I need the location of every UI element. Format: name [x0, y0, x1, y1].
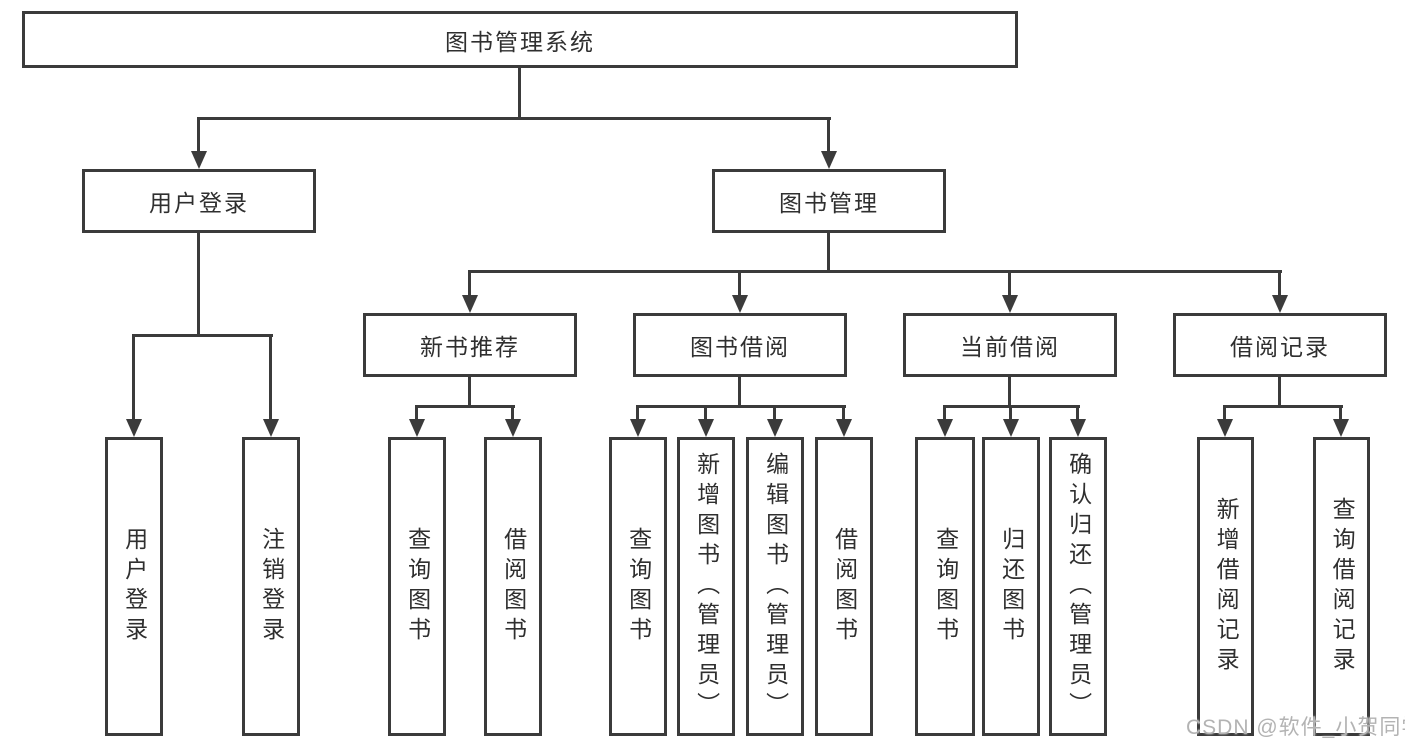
- arrowhead-leaf-c2: [698, 419, 714, 437]
- arrowhead-leaf-c1: [630, 419, 646, 437]
- leaf-return-books-label: 归还图书: [998, 526, 1025, 647]
- leaf-add-borrow-record: 新增借阅记录: [1197, 437, 1254, 736]
- arrowhead-user-login: [191, 151, 207, 169]
- connector-leaf-e1-drop: [1223, 405, 1226, 421]
- leaf-borrow-books-label: 借阅图书: [831, 526, 858, 647]
- leaf-query-books-recommend: 查询图书: [388, 437, 446, 736]
- arrowhead-new-book: [462, 295, 478, 313]
- leaf-borrow-books: 借阅图书: [815, 437, 873, 736]
- node-root-system-label: 图书管理系统: [445, 28, 595, 55]
- leaf-query-books-current: 查询图书: [915, 437, 975, 736]
- leaf-add-books-admin: 新增图书（管理员）: [677, 437, 735, 736]
- connector-group-e-distributor: [1223, 405, 1343, 408]
- arrowhead-leaf-d1: [937, 419, 953, 437]
- leaf-user-login: 用户登录: [105, 437, 163, 736]
- arrowhead-leaf-e1: [1217, 419, 1233, 437]
- connector-root-stem: [518, 66, 521, 119]
- connector-leaf-c2-drop: [704, 405, 707, 421]
- arrowhead-current-borrow: [1002, 295, 1018, 313]
- leaf-logout-label: 注销登录: [258, 526, 285, 647]
- connector-level1-distributor: [197, 117, 831, 120]
- leaf-query-borrow-record-label: 查询借阅记录: [1329, 496, 1356, 677]
- arrowhead-leaf-b2: [505, 419, 521, 437]
- connector-book-mgmt-drop: [827, 117, 830, 153]
- arrowhead-leaf-d2: [1003, 419, 1019, 437]
- node-book-management-label: 图书管理: [779, 190, 879, 216]
- arrowhead-leaf-c4: [836, 419, 852, 437]
- arrowhead-book-mgmt: [821, 151, 837, 169]
- node-root-system: 图书管理系统: [22, 11, 1018, 68]
- leaf-borrow-books-recommend-label: 借阅图书: [500, 526, 527, 647]
- csdn-watermark: CSDN @软件_小贺同学: [1186, 716, 1405, 739]
- leaf-user-login-label: 用户登录: [121, 526, 148, 647]
- connector-leaf-e2-drop: [1339, 405, 1342, 421]
- leaf-add-borrow-record-label: 新增借阅记录: [1213, 496, 1240, 677]
- node-new-book-recommend: 新书推荐: [363, 313, 577, 377]
- leaf-logout: 注销登录: [242, 437, 300, 736]
- connector-leaf-c1-drop: [636, 405, 639, 421]
- connector-group-b-distributor: [415, 405, 515, 408]
- connector-book-borrow-stem: [738, 375, 741, 407]
- arrowhead-leaf-d3: [1070, 419, 1086, 437]
- connector-leaf-a2-drop: [269, 334, 272, 420]
- connector-new-book-stem: [468, 375, 471, 407]
- connector-leaf-c4-drop: [842, 405, 845, 421]
- arrowhead-leaf-c3: [767, 419, 783, 437]
- connector-leaf-d1-drop: [943, 405, 946, 421]
- node-book-borrowing: 图书借阅: [633, 313, 847, 377]
- leaf-confirm-return-admin: 确认归还（管理员）: [1049, 437, 1107, 736]
- connector-leaf-d2-drop: [1009, 405, 1012, 421]
- connector-leaf-a1-drop: [132, 334, 135, 420]
- node-book-management: 图书管理: [712, 169, 946, 233]
- node-borrowing-records: 借阅记录: [1173, 313, 1387, 377]
- connector-borrow-record-drop: [1278, 270, 1281, 297]
- connector-user-login-stem: [197, 231, 200, 336]
- leaf-query-books-borrow: 查询图书: [609, 437, 667, 736]
- connector-level2-distributor: [468, 270, 1282, 273]
- leaf-query-books-borrow-label: 查询图书: [625, 526, 652, 647]
- connector-leaf-d3-drop: [1076, 405, 1079, 421]
- leaf-edit-books-admin: 编辑图书（管理员）: [746, 437, 804, 736]
- connector-user-login-drop: [197, 117, 200, 153]
- arrowhead-leaf-a1: [126, 419, 142, 437]
- arrowhead-leaf-e2: [1333, 419, 1349, 437]
- leaf-add-books-admin-label: 新增图书（管理员）: [693, 451, 720, 722]
- node-user-login: 用户登录: [82, 169, 316, 233]
- connector-group-c-distributor: [636, 405, 846, 408]
- node-user-login-label: 用户登录: [149, 190, 249, 216]
- arrowhead-leaf-a2: [263, 419, 279, 437]
- connector-borrow-record-stem: [1278, 375, 1281, 407]
- leaf-query-borrow-record: 查询借阅记录: [1313, 437, 1370, 736]
- connector-book-borrow-drop: [738, 270, 741, 297]
- node-book-borrowing-label: 图书借阅: [690, 334, 790, 360]
- connector-leaf-b2-drop: [511, 405, 514, 421]
- connector-current-borrow-drop: [1008, 270, 1011, 297]
- arrowhead-leaf-b1: [409, 419, 425, 437]
- leaf-confirm-return-admin-label: 确认归还（管理员）: [1065, 451, 1092, 722]
- node-new-book-recommend-label: 新书推荐: [420, 334, 520, 360]
- node-current-borrowing: 当前借阅: [903, 313, 1117, 377]
- connector-group-a-distributor: [132, 334, 273, 337]
- leaf-return-books: 归还图书: [982, 437, 1040, 736]
- connector-new-book-drop: [468, 270, 471, 297]
- connector-current-borrow-stem: [1008, 375, 1011, 407]
- connector-leaf-c3-drop: [773, 405, 776, 421]
- connector-book-mgmt-stem: [827, 231, 830, 272]
- leaf-query-books-recommend-label: 查询图书: [404, 526, 431, 647]
- leaf-borrow-books-recommend: 借阅图书: [484, 437, 542, 736]
- node-borrowing-records-label: 借阅记录: [1230, 334, 1330, 360]
- node-current-borrowing-label: 当前借阅: [960, 334, 1060, 360]
- leaf-query-books-current-label: 查询图书: [932, 526, 959, 647]
- connector-leaf-b1-drop: [415, 405, 418, 421]
- arrowhead-book-borrow: [732, 295, 748, 313]
- arrowhead-borrow-record: [1272, 295, 1288, 313]
- leaf-edit-books-admin-label: 编辑图书（管理员）: [762, 451, 789, 722]
